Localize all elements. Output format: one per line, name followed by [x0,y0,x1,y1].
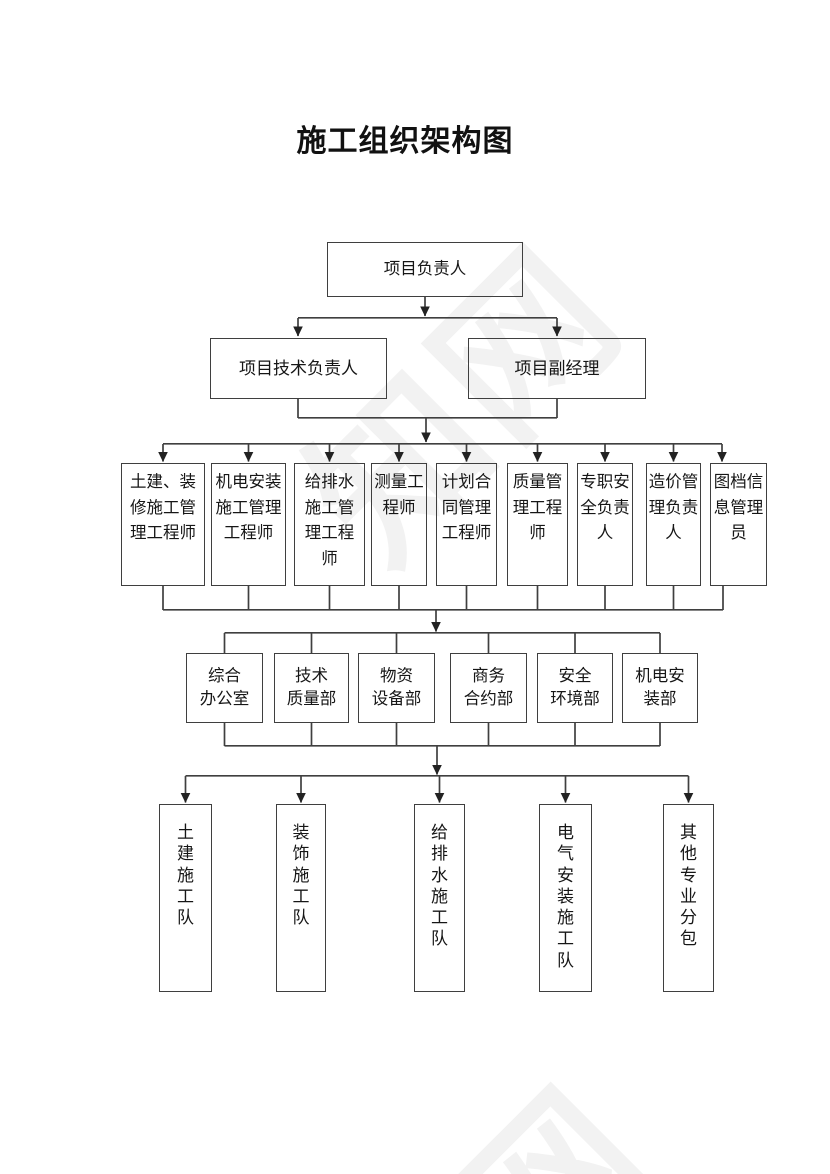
team-other-subcontract: 其 他 专 业 分 包 [663,804,714,992]
node-project-leader: 项目负责人 [327,242,523,297]
node-project-technical-leader: 项目技术负责人 [210,338,387,399]
team-decoration: 装 饰 施 工 队 [276,804,326,992]
connectors-l4-l5 [180,723,694,803]
dept-commerce-contract: 商务 合约部 [450,653,527,723]
dept-tech-quality: 技术 质量部 [274,653,349,723]
node-plan-contract-mgmt-engineer: 计划合 同管理 工程师 [436,463,497,586]
node-safety-officer: 专职安 全负责 人 [577,463,633,586]
node-cost-mgmt-officer: 造价管 理负责 人 [646,463,701,586]
team-civil-construction: 土 建 施 工 队 [159,804,212,992]
connectors-l3-l4 [162,586,724,653]
dept-general-office: 综合 办公室 [186,653,263,723]
dept-mep-installation: 机电安 装部 [622,653,698,723]
node-civil-decoration-mgmt-engineer: 土建、装 修施工管 理工程师 [121,463,205,586]
connectors-l1-l2 [293,297,562,337]
team-plumbing: 给 排 水 施 工 队 [414,804,465,992]
node-project-deputy-manager: 项目副经理 [468,338,646,399]
team-electrical-installation: 电 气 安 装 施 工 队 [539,804,592,992]
node-survey-engineer: 测量工 程师 [371,463,427,586]
node-mep-installation-mgmt-engineer: 机电安装 施工管理 工程师 [211,463,286,586]
node-plumbing-mgmt-engineer: 给排水 施工管 理工程 师 [294,463,365,586]
dept-safety-environment: 安全 环境部 [537,653,613,723]
dept-material-equipment: 物资 设备部 [358,653,435,723]
page-title: 施工组织架构图 [296,125,514,158]
node-document-info-admin: 图档信 息管理 员 [710,463,767,586]
node-quality-mgmt-engineer: 质量管 理工程 师 [507,463,568,586]
connectors-l2-l3 [158,399,727,462]
